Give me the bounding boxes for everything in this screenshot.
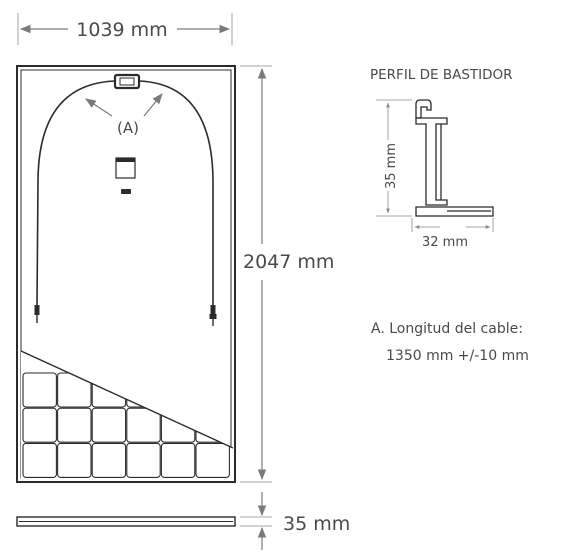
solar-cell (195, 407, 230, 443)
solar-cell (22, 442, 57, 478)
cable-left (36, 80, 116, 306)
solar-cell (57, 372, 92, 408)
solar-cell (22, 372, 57, 408)
solar-cell (195, 442, 230, 478)
solar-cell (195, 372, 230, 408)
thickness-label: 35 mm (283, 513, 350, 535)
solar-cell (126, 407, 161, 443)
frame-profile-drawing (415, 99, 494, 217)
solar-cell (160, 372, 196, 408)
small-tag (121, 189, 131, 194)
solar-cell (22, 407, 57, 443)
solar-cell (57, 407, 92, 443)
profile-title: PERFIL DE BASTIDOR (370, 67, 513, 83)
note-line-1: A. Longitud del cable: (371, 321, 523, 337)
connector-right-icon (209, 305, 217, 326)
solar-cell (160, 407, 196, 443)
frame-profile: PERFIL DE BASTIDOR 35 mm 32 mm (370, 67, 513, 250)
solar-cell (160, 442, 196, 478)
junction-box-icon (113, 73, 141, 90)
cutaway-diagonal (20, 350, 234, 449)
solar-cell (126, 442, 161, 478)
width-dimension: 1039 mm (17, 13, 233, 45)
height-label: 2047 mm (243, 251, 334, 273)
profile-height-label: 35 mm (384, 143, 399, 189)
callout-arrow-right (143, 93, 163, 117)
solar-cell (91, 442, 127, 478)
profile-width-label: 32 mm (422, 235, 468, 250)
panel-rear-view: (A) (16, 65, 236, 483)
junction-box-inner (119, 77, 135, 86)
solar-cell (91, 372, 127, 408)
solar-cell (91, 407, 127, 443)
width-label: 1039 mm (76, 19, 167, 41)
cable-callout-label: (A) (117, 119, 139, 137)
solar-cell (57, 442, 92, 478)
cable-length-note: A. Longitud del cable: 1350 mm +/-10 mm (371, 321, 529, 364)
panel-side-view: 35 mm (16, 492, 350, 550)
solar-cells (21, 351, 233, 479)
panel-frame-outer (16, 65, 236, 483)
label-sticker-band (116, 158, 135, 162)
cable-right (138, 80, 214, 305)
height-dimension: 2047 mm (240, 65, 334, 483)
connector-left-icon (34, 305, 40, 323)
note-line-2: 1350 mm +/-10 mm (386, 348, 529, 364)
callout-arrow-left (85, 98, 113, 117)
